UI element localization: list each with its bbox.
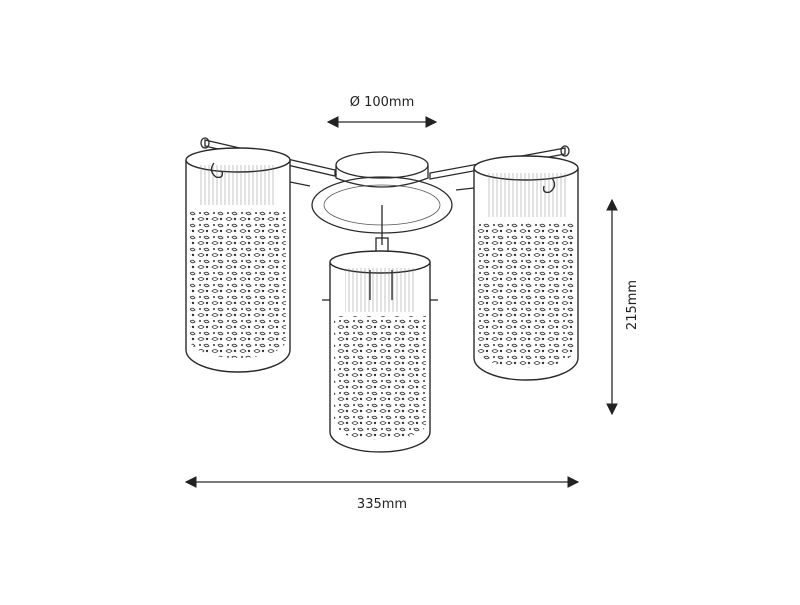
- left-glass-shade: [185, 147, 311, 373]
- height-label: 215mm: [625, 280, 640, 330]
- ceiling-canopy: [311, 151, 453, 253]
- width-label: 335mm: [357, 497, 407, 512]
- right-glass-shade: [455, 155, 579, 381]
- center-glass-shade: [322, 250, 438, 453]
- diameter-label: Ø 100mm: [350, 95, 415, 110]
